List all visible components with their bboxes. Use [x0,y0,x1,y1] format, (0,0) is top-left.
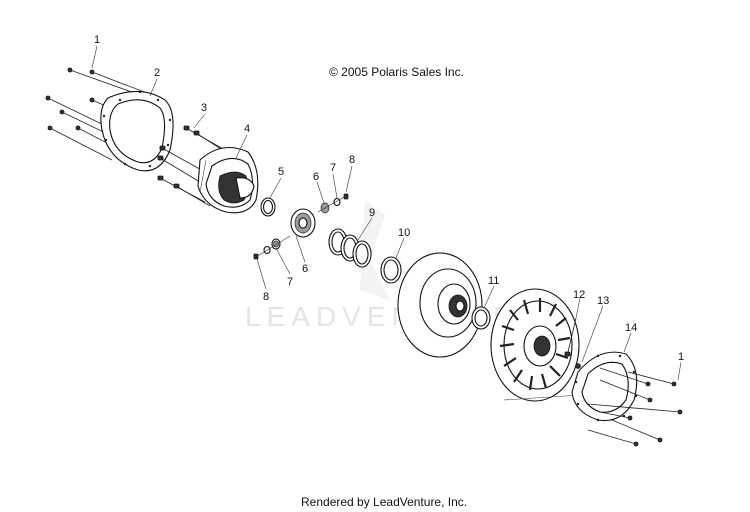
callout-6-upper: 6 [313,171,319,183]
ring-11 [471,306,491,330]
callout-labels: 1 2 3 4 5 6 7 8 9 10 6 7 8 11 12 13 14 1 [94,34,684,363]
sheave-disk [397,252,483,358]
callout-1-right: 1 [678,351,684,363]
callout-2: 2 [154,67,160,79]
gasket-2 [100,90,174,172]
callout-5: 5 [278,166,284,178]
spring-rings-9 [328,228,372,268]
callout-7-upper: 7 [330,162,336,174]
ring-10 [380,256,402,284]
callout-8-upper: 8 [349,154,355,166]
callout-7-lower: 7 [287,276,293,288]
copyright-text: © 2005 Polaris Sales Inc. [329,65,464,79]
callout-9: 9 [369,207,375,219]
rendered-by-text: Rendered by LeadVenture, Inc. [301,495,467,509]
callout-8-lower: 8 [263,291,269,303]
right-screws [587,367,683,447]
callout-1-left: 1 [94,34,100,46]
ring-5 [260,197,276,217]
callout-14: 14 [625,322,637,334]
callout-10: 10 [398,227,410,239]
callout-4: 4 [244,123,250,135]
callout-3: 3 [201,102,207,114]
hub-assembly-upper [290,193,349,238]
fasteners-12-13 [564,317,581,369]
callout-13: 13 [597,295,609,307]
gasket-14 [571,351,638,422]
callout-leaders [91,45,682,381]
callout-11: 11 [488,275,499,287]
callout-12: 12 [573,289,585,301]
ribbed-cover [490,288,597,402]
screws-3 [157,125,233,207]
callout-6-lower: 6 [302,263,308,275]
hub-assembly-lower [253,235,291,260]
housing-4 [197,146,259,214]
